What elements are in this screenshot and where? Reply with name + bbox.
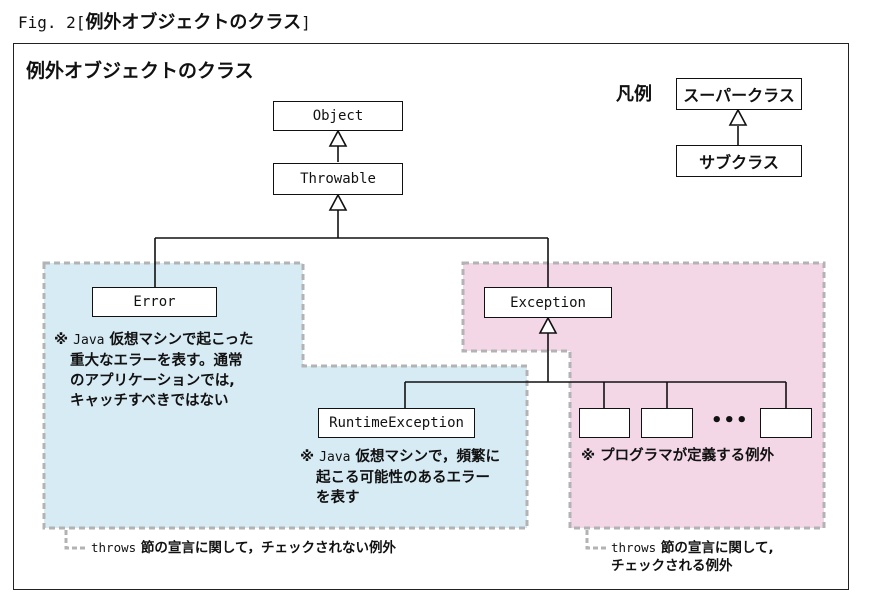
unchecked-footer-text: 節の宣言に関して，チェックされない例外: [140, 540, 397, 556]
throws-keyword: throws: [91, 540, 137, 555]
legend-label: 凡例: [616, 84, 652, 105]
unchecked-footer: throws 節の宣言に関して，チェックされない例外: [91, 539, 396, 557]
legend-superclass-box: スーパークラス: [676, 78, 802, 110]
diagram-frame: [13, 43, 849, 590]
class-throwable: Throwable: [273, 163, 403, 195]
unchecked-region: [42, 261, 529, 530]
error-note-line: キャッチすべきではない: [70, 393, 229, 409]
note-java: Java: [73, 333, 105, 348]
class-runtime-exception: RuntimeException: [318, 408, 475, 438]
user-exception-box: [760, 408, 812, 438]
runtime-note-line: を表す: [316, 490, 360, 506]
unchecked-footer-leader: [64, 530, 86, 550]
inherit-arrow-throwable: [328, 193, 348, 211]
runtime-note: ※ Java 仮想マシンで，頻繁に 起こる可能性のあるエラー を表す: [300, 447, 500, 508]
runtime-note-line: 起こる可能性のあるエラー: [316, 470, 490, 486]
class-error: Error: [92, 287, 217, 317]
checked-footer-text: 節の宣言に関して,: [660, 540, 774, 556]
figure-caption: Fig. 2[例外オブジェクトのクラス]: [18, 10, 311, 36]
error-note-line: 重大なエラーを表す。通常: [70, 353, 243, 369]
error-note-line: のアプリケーションでは,: [70, 373, 235, 389]
note-mark: ※: [300, 449, 315, 465]
note-mark: ※: [54, 332, 69, 348]
checked-footer: throws 節の宣言に関して, チェックされる例外: [611, 539, 774, 575]
programmer-exception-note: ※ プログラマが定義する例外: [581, 448, 775, 464]
diagram-title: 例外オブジェクトのクラス: [26, 60, 254, 82]
legend-inherit-arrow: [728, 108, 748, 126]
ellipsis: •••: [711, 410, 749, 431]
throws-keyword: throws: [611, 540, 657, 555]
runtime-note-line: 仮想マシンで，頻繁に: [355, 449, 500, 465]
class-object: Object: [273, 101, 403, 131]
caption-title: 例外オブジェクトのクラス: [85, 12, 302, 33]
caption-prefix: Fig. 2[: [18, 13, 86, 32]
inherit-arrow-object: [328, 129, 348, 147]
note-java: Java: [319, 450, 351, 465]
user-exception-box: [641, 408, 693, 438]
checked-footer-text: チェックされる例外: [611, 558, 733, 574]
user-exception-box: [579, 408, 630, 438]
legend-subclass-box: サブクラス: [676, 145, 802, 177]
checked-footer-leader: [585, 530, 606, 550]
error-note-line: 仮想マシンで起こった: [109, 332, 254, 348]
caption-suffix: ]: [301, 13, 311, 32]
class-exception: Exception: [484, 287, 612, 318]
error-note: ※ Java 仮想マシンで起こった 重大なエラーを表す。通常 のアプリケーション…: [54, 330, 254, 411]
